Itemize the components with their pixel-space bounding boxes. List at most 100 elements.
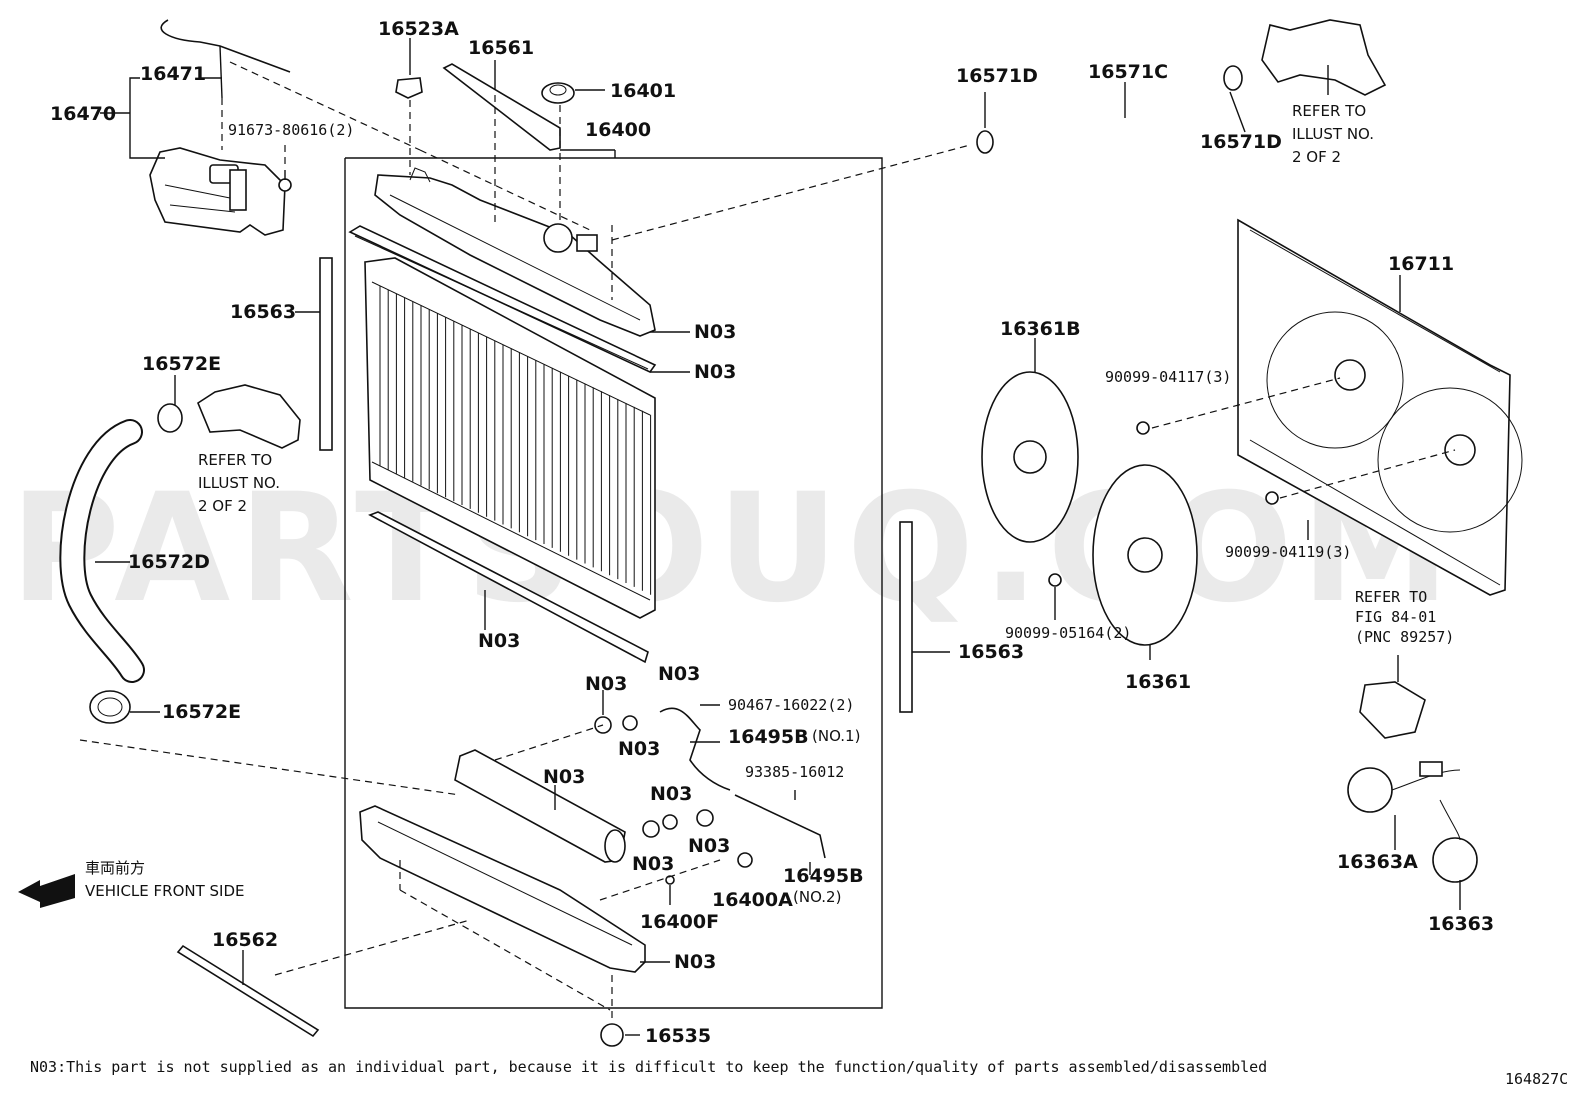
label-16563-right: 16563 (958, 641, 1024, 663)
cushion-16535 (600, 1023, 624, 1047)
label-n03-10: N03 (632, 853, 674, 875)
hose-clamp-16571d-b (1223, 65, 1243, 91)
label-n03-7: N03 (543, 766, 585, 788)
label-16523a: 16523A (378, 18, 459, 40)
pipe-16495b-no2 (734, 794, 826, 859)
label-16495b-no2-suffix: (NO.2) (793, 888, 841, 906)
drain-plug-16523a (395, 77, 423, 99)
radiator-upper-tank (374, 167, 656, 337)
bolt-90099-04119 (1265, 491, 1279, 505)
nut-90099-05164 (1048, 573, 1062, 587)
reservoir-tank-16470 (149, 147, 286, 236)
label-16495b-no2: 16495B (783, 865, 864, 887)
label-16361: 16361 (1125, 671, 1191, 693)
label-16561: 16561 (468, 37, 534, 59)
overflow-hose-16471 (160, 19, 291, 99)
label-16400f: 16400F (640, 911, 719, 933)
drain-plug (696, 809, 714, 827)
label-n03-2: N03 (694, 361, 736, 383)
label-16572d: 16572D (128, 551, 210, 573)
footnote: N03:This part is not supplied as an indi… (30, 1058, 1267, 1076)
label-90099-04119: 90099-04119(3) (1225, 543, 1351, 561)
fan-shroud-16711 (1237, 218, 1523, 596)
fan-16361b (981, 371, 1079, 543)
o-ring (642, 820, 660, 838)
label-16401: 16401 (610, 80, 676, 102)
fan-motor-16363 (1432, 799, 1478, 883)
lower-hose-16572d (59, 419, 145, 683)
label-16562: 16562 (212, 929, 278, 951)
label-16361b: 16361B (1000, 318, 1081, 340)
label-16470: 16470 (50, 103, 116, 125)
hose-clamp-16571d-a (976, 130, 994, 154)
vehicle-front-arrow-icon (18, 874, 75, 908)
water-inlet-housing (197, 384, 301, 449)
label-16471: 16471 (140, 63, 206, 85)
seal-strip-16561 (442, 63, 561, 151)
outlet-pipe (454, 749, 626, 863)
label-16571c: 16571C (1088, 61, 1168, 83)
side-seal-16563-left (319, 257, 333, 451)
label-16572e-b: 16572E (162, 701, 241, 723)
radiator-core (364, 257, 656, 619)
o-ring-16400f (665, 875, 675, 885)
fan-16361 (1092, 464, 1198, 646)
label-93385-16012: 93385-16012 (745, 763, 844, 781)
o-ring (662, 814, 678, 830)
label-16400: 16400 (585, 119, 651, 141)
side-seal-16563-right (899, 521, 913, 713)
label-90467-16022: 90467-16022(2) (728, 696, 854, 714)
water-outlet-housing (1261, 19, 1387, 96)
label-n03-6: N03 (618, 738, 660, 760)
refer-fig-line2: FIG 84-01 (1355, 608, 1436, 626)
radiator-assembly-frame (344, 157, 883, 1009)
refer-left-line1: REFER TO (198, 451, 272, 469)
refer-top-line3: 2 OF 2 (1292, 148, 1341, 166)
label-n03-1: N03 (694, 321, 736, 343)
refer-left-line3: 2 OF 2 (198, 497, 247, 515)
refer-top-line1: REFER TO (1292, 102, 1366, 120)
label-16363: 16363 (1428, 913, 1494, 935)
refer-left-line2: ILLUST NO. (198, 474, 280, 492)
label-16572e-a: 16572E (142, 353, 221, 375)
upper-hose-16571c (1006, 82, 1236, 151)
label-n03-5: N03 (658, 663, 700, 685)
label-91673-80616: 91673-80616(2) (228, 121, 354, 139)
label-16563-left: 16563 (230, 301, 296, 323)
fan-motor-16363a (1347, 761, 1461, 813)
seal-strip-16562 (176, 944, 320, 1038)
fan-relay-resistor (1359, 681, 1426, 739)
hose-16495b-no1 (659, 707, 731, 791)
illustration-number: 164827C (1505, 1070, 1568, 1088)
label-16535: 16535 (645, 1025, 711, 1047)
label-16495b-no1: 16495B (728, 726, 809, 748)
vehicle-front-en: VEHICLE FRONT SIDE (85, 882, 245, 900)
label-16571d-b: 16571D (1200, 131, 1282, 153)
label-n03-11: N03 (674, 951, 716, 973)
label-90099-05164: 90099-05164(2) (1005, 624, 1131, 642)
label-n03-3: N03 (478, 630, 520, 652)
lower-gasket (368, 511, 649, 664)
o-ring (622, 715, 638, 731)
label-16363a: 16363A (1337, 851, 1418, 873)
bolt-90099-04117 (1136, 421, 1150, 435)
drain-cock-16400a (737, 852, 753, 868)
label-16495b-no1-suffix: (NO.1) (812, 727, 860, 745)
hose-clamp-16572e-b (89, 690, 131, 724)
refer-fig-line1: REFER TO (1355, 588, 1427, 606)
watermark: PARTSOUQ.COM (10, 462, 1458, 636)
hose-clamp-16572e-a (157, 403, 183, 433)
label-16400a: 16400A (712, 889, 793, 911)
vehicle-front-jp: 車両前方 (85, 859, 145, 877)
upper-gasket (348, 225, 657, 374)
label-90099-04117: 90099-04117(3) (1105, 368, 1231, 386)
radiator-cap-16401 (541, 82, 575, 104)
label-n03-4: N03 (585, 673, 627, 695)
label-n03-9: N03 (688, 835, 730, 857)
label-n03-8: N03 (650, 783, 692, 805)
refer-fig-line3: (PNC 89257) (1355, 628, 1454, 646)
radiator-lower-tank (359, 805, 646, 973)
refer-top-line2: ILLUST NO. (1292, 125, 1374, 143)
bolt-91673 (278, 170, 292, 192)
